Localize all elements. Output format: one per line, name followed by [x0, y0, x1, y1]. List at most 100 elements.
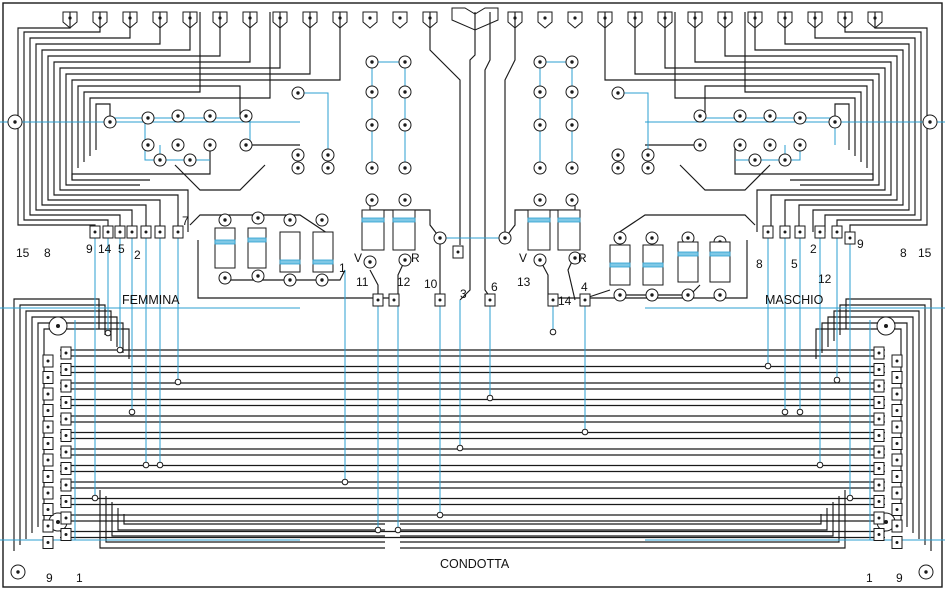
label-condotta: CONDOTTA	[440, 557, 510, 571]
pad-hole	[158, 230, 162, 234]
pad-hole	[570, 123, 574, 127]
via	[374, 526, 382, 534]
pad-hole	[208, 143, 212, 147]
pad-hole	[46, 458, 50, 462]
pad-hole	[64, 368, 68, 371]
pad-hole	[176, 114, 180, 118]
pad-hole	[403, 258, 407, 262]
led-band	[557, 217, 581, 223]
pad-hole	[738, 143, 742, 147]
via	[486, 394, 494, 402]
pad-hole	[895, 475, 899, 478]
pad-hole	[46, 359, 50, 363]
label-pin-1-left: 1	[339, 261, 346, 275]
pad-hole	[538, 166, 542, 170]
label-r-right: R	[578, 251, 587, 265]
pad-hole	[438, 236, 442, 240]
via	[156, 461, 164, 469]
pad-hole	[256, 274, 260, 278]
pad-hole	[13, 120, 17, 124]
bus-route-left	[25, 310, 112, 539]
pad-hole	[288, 218, 292, 222]
pad-hole	[296, 91, 300, 95]
pad-hole	[46, 491, 50, 495]
bus-return-right	[400, 496, 840, 543]
pad-hole	[618, 293, 622, 297]
bus-route-left	[31, 316, 118, 533]
pad-hole	[64, 351, 68, 355]
pad-hole	[766, 230, 770, 234]
via	[781, 408, 789, 416]
via	[846, 494, 854, 502]
pad-hole	[438, 298, 442, 302]
pad-hole	[538, 123, 542, 127]
pad-hole	[64, 516, 68, 520]
connector-finger	[362, 11, 378, 29]
pad-hole	[895, 392, 899, 396]
pad-hole	[158, 158, 162, 162]
pad-hole	[296, 166, 300, 170]
pad-hole	[877, 417, 881, 421]
pad-hole	[753, 158, 757, 162]
pad-hole	[403, 123, 407, 127]
bus-route-right	[839, 304, 926, 545]
pad-hole	[46, 475, 50, 478]
via	[549, 328, 557, 336]
label-pin-5-left: 5	[118, 242, 125, 256]
led-body	[527, 209, 551, 251]
pad-hole	[877, 401, 881, 404]
pad-hole	[686, 236, 690, 240]
led-body	[214, 227, 236, 269]
label-pin-2-left: 2	[134, 248, 141, 262]
pad-hole	[538, 90, 542, 94]
pad-hole	[403, 60, 407, 64]
pad-hole	[895, 359, 899, 363]
pad-hole	[46, 376, 50, 379]
pad-hole	[146, 143, 150, 147]
label-pin-9-left: 9	[86, 242, 93, 256]
via	[833, 376, 841, 384]
led-body	[312, 231, 334, 273]
pad-hole	[208, 114, 212, 118]
bus-return-right	[400, 502, 834, 537]
pad-hole	[833, 120, 837, 124]
label-pin-8b-right: 8	[900, 246, 907, 260]
pad-hole	[895, 524, 899, 528]
label-pin-14-left: 14	[98, 242, 112, 256]
label-pin-11-left: 11	[356, 275, 369, 289]
pad-hole	[288, 278, 292, 282]
label-bottom-1-left: 1	[76, 571, 83, 585]
led-body	[392, 209, 416, 251]
mounting-hole-center	[56, 324, 60, 328]
led-band	[361, 217, 385, 223]
label-pin-14-right: 14	[558, 294, 572, 308]
bus-return-left	[111, 502, 385, 537]
connector-finger	[392, 11, 408, 29]
label-bottom-1-right: 1	[866, 571, 873, 585]
pad-hole	[895, 491, 899, 495]
label-pin-10-left: 10	[424, 277, 438, 291]
label-r-left: R	[411, 251, 420, 265]
bus-route-left	[19, 304, 106, 545]
connector-finger-hole	[368, 16, 372, 20]
led-body	[279, 231, 301, 273]
pad-hole	[686, 293, 690, 297]
pad-hole	[877, 500, 881, 503]
pad-hole	[768, 143, 772, 147]
pad-hole	[64, 434, 68, 437]
pad-hole	[877, 434, 881, 437]
pad-hole	[64, 384, 68, 388]
led-band	[709, 251, 731, 257]
pad-hole	[370, 60, 374, 64]
pad-hole	[488, 298, 492, 302]
pad-hole	[877, 384, 881, 388]
pad-hole	[370, 198, 374, 202]
label-pin-4-right: 4	[581, 280, 588, 294]
pad-hole	[244, 143, 248, 147]
led-band	[247, 237, 267, 243]
label-pin-6-left: 6	[491, 280, 498, 294]
via	[91, 494, 99, 502]
label-pin-12-right: 12	[818, 272, 832, 286]
